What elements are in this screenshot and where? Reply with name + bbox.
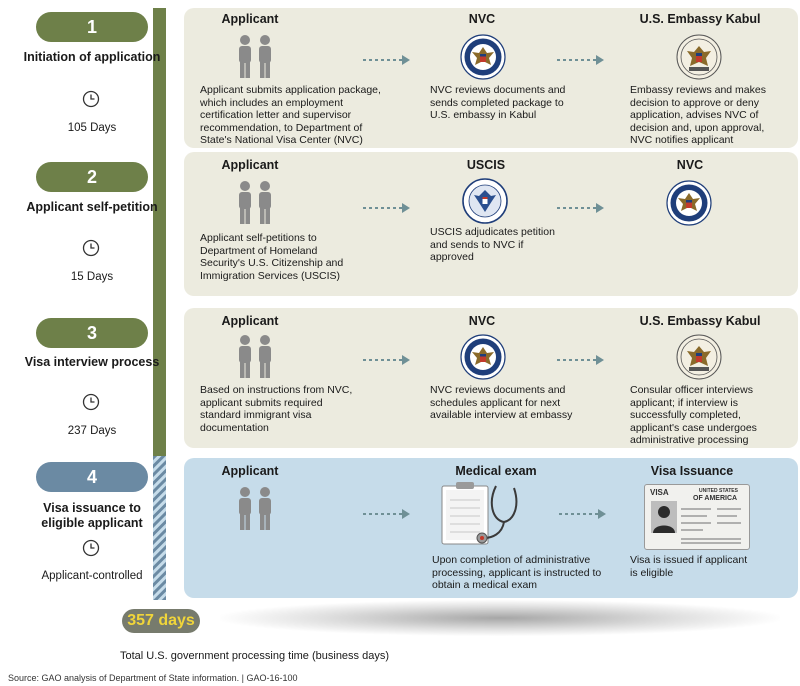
step-1-badge: 1 — [36, 12, 148, 42]
visa-card-country-line1: UNITED STATES — [699, 488, 738, 494]
step-1-title: Initiation of application — [23, 50, 161, 64]
flow-arrow-icon — [556, 354, 606, 366]
homeland-security-seal-icon — [462, 178, 508, 224]
clock-icon — [82, 539, 100, 557]
department-of-state-seal-icon — [666, 180, 712, 226]
col-text: Consular officer interviews applicant; i… — [630, 384, 757, 446]
timeline-bar — [153, 8, 166, 456]
applicant-people-icon — [232, 486, 278, 532]
flow-arrow-icon — [556, 202, 606, 214]
step-4-title: Visa issuance to eligible applicant — [41, 501, 143, 530]
step-2-title: Applicant self-petition — [26, 200, 158, 214]
col-heading: Applicant — [221, 12, 279, 26]
total-days-badge: 357 days — [122, 609, 200, 633]
col-text: Upon completion of administrative proces… — [432, 554, 602, 591]
step-4-badge: 4 — [36, 462, 148, 492]
department-of-state-seal-icon — [460, 34, 506, 80]
flow-arrow-icon — [556, 54, 606, 66]
step-1-duration: 105 Days — [67, 122, 117, 134]
clock-icon — [82, 239, 100, 257]
col-heading: USCIS — [466, 158, 506, 172]
panel-shadow — [220, 600, 780, 636]
step-3-title: Visa interview process — [24, 355, 160, 369]
applicant-people-icon — [232, 334, 278, 380]
flow-arrow-icon — [558, 508, 608, 520]
col-heading: NVC — [468, 12, 496, 26]
col-text: USCIS adjudicates petition and sends to … — [430, 226, 555, 263]
step-4-duration: Applicant-controlled — [41, 570, 143, 582]
col-text: NVC reviews documents and sends complete… — [430, 84, 566, 121]
step-2-badge: 2 — [36, 162, 148, 192]
col-text: Applicant self-petitions to Department o… — [200, 232, 344, 282]
col-text: Applicant submits application package, w… — [200, 84, 381, 146]
col-text: NVC reviews documents and schedules appl… — [430, 384, 573, 421]
flow-arrow-icon — [362, 508, 412, 520]
col-text: Embassy reviews and makes decision to ap… — [630, 84, 766, 146]
visa-card-country-line2: OF AMERICA — [693, 495, 738, 502]
visa-card-icon: VISA UNITED STATES OF AMERICA — [644, 484, 750, 550]
total-days-label: Total U.S. government processing time (b… — [120, 650, 390, 662]
visa-card-visa-text: VISA — [650, 488, 669, 497]
timeline-bar-hatched — [153, 456, 166, 600]
clipboard-stethoscope-icon — [441, 482, 518, 545]
col-heading: NVC — [676, 158, 704, 172]
step-2-duration: 15 Days — [70, 271, 114, 283]
clock-icon — [82, 393, 100, 411]
col-heading: U.S. Embassy Kabul — [639, 12, 761, 26]
step-3-badge: 3 — [36, 318, 148, 348]
step-1-panel: Applicant Applicant submits application … — [184, 8, 798, 148]
flow-arrow-icon — [362, 202, 412, 214]
col-text: Based on instructions from NVC, applican… — [200, 384, 353, 434]
col-heading: U.S. Embassy Kabul — [639, 314, 761, 328]
col-text: Visa is issued if applicant is eligible — [630, 554, 748, 579]
clock-icon — [82, 90, 100, 108]
col-heading: NVC — [468, 314, 496, 328]
col-heading: Applicant — [221, 464, 279, 478]
step-4-panel: Applicant Medical exam Upon completion o… — [184, 458, 798, 598]
source-note: Source: GAO analysis of Department of St… — [8, 673, 298, 683]
visa-card-lines — [681, 508, 741, 544]
step-3-duration: 237 Days — [67, 425, 117, 437]
step-3-panel: Applicant Based on instructions from NVC… — [184, 308, 798, 448]
visa-card-photo — [651, 501, 677, 533]
embassy-seal-icon — [676, 334, 722, 380]
step-2-panel: Applicant Applicant self-petitions to De… — [184, 152, 798, 296]
col-heading: Applicant — [221, 158, 279, 172]
applicant-people-icon — [232, 34, 278, 80]
embassy-seal-icon — [676, 34, 722, 80]
col-heading: Applicant — [221, 314, 279, 328]
flow-arrow-icon — [362, 54, 412, 66]
applicant-people-icon — [232, 180, 278, 226]
col-heading: Medical exam — [455, 464, 537, 478]
department-of-state-seal-icon — [460, 334, 506, 380]
flow-arrow-icon — [362, 354, 412, 366]
col-heading: Visa Issuance — [650, 464, 734, 478]
